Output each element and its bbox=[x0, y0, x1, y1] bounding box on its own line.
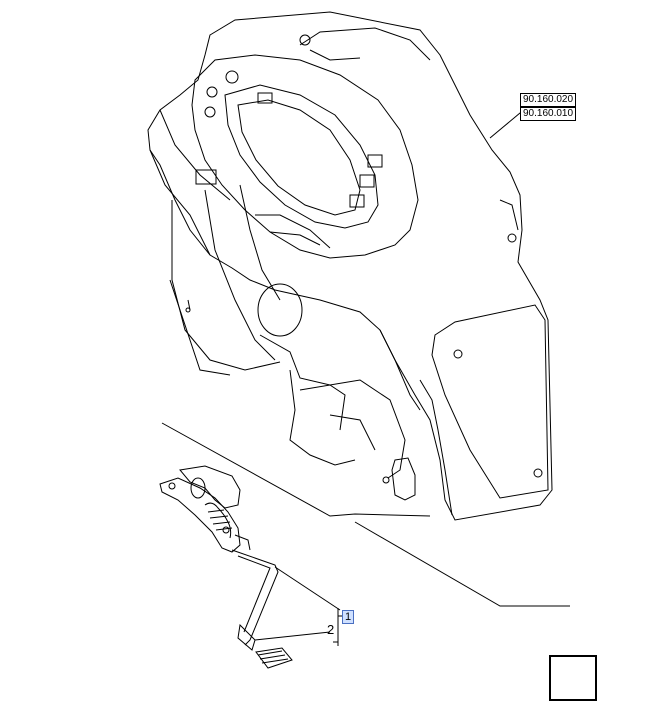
reference-label-90-160-010[interactable]: 90.160.010 bbox=[520, 107, 577, 121]
reference-label-90-160-020[interactable]: 90.160.020 bbox=[520, 93, 577, 107]
callout-2: 2 bbox=[327, 622, 335, 637]
pedal-assembly bbox=[159, 465, 293, 669]
callout-1[interactable]: 1 bbox=[342, 610, 355, 624]
floor-outline bbox=[161, 422, 570, 607]
navigation-return-button[interactable] bbox=[549, 655, 597, 701]
console-housing bbox=[147, 11, 553, 521]
leader-lines bbox=[254, 112, 545, 646]
